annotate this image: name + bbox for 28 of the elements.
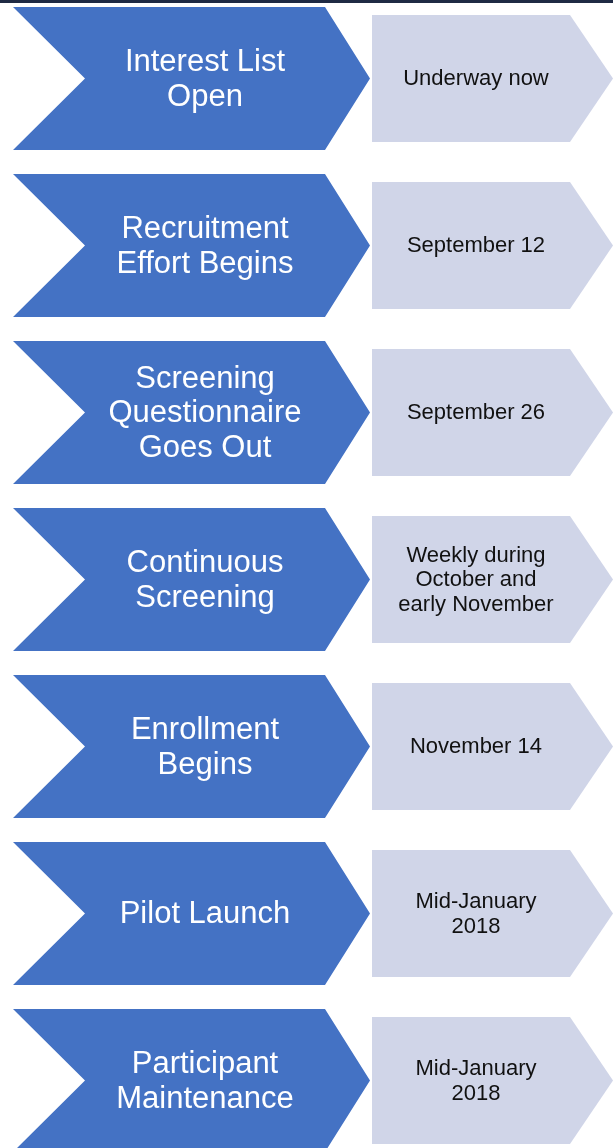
step-title: Recruitment Effort Begins xyxy=(115,211,295,280)
step-title: Screening Questionnaire Goes Out xyxy=(107,361,303,464)
step-banner xyxy=(13,508,370,651)
date-chevron xyxy=(372,516,613,643)
date-text: Mid-January 2018 xyxy=(414,1056,538,1105)
date-chevron xyxy=(372,1017,613,1144)
step-banner xyxy=(13,7,370,150)
date-text: Underway now xyxy=(403,66,549,91)
step-title: Participant Maintenance xyxy=(115,1046,295,1115)
step-banner xyxy=(13,174,370,317)
step-title: Interest List Open xyxy=(123,44,287,113)
step-title: Enrollment Begins xyxy=(129,712,281,781)
date-chevron xyxy=(372,15,613,142)
date-text: Weekly during October and early November xyxy=(397,543,555,616)
step-title: Pilot Launch xyxy=(119,896,291,931)
date-chevron xyxy=(372,182,613,309)
step-banner xyxy=(13,341,370,484)
date-chevron xyxy=(372,683,613,810)
step-banner xyxy=(13,842,370,985)
step-title: Continuous Screening xyxy=(125,545,285,614)
step-banner xyxy=(13,1009,370,1148)
date-text: Mid-January 2018 xyxy=(414,889,538,938)
date-text: September 26 xyxy=(406,400,546,425)
date-text: November 14 xyxy=(409,734,543,759)
date-chevron xyxy=(372,850,613,977)
date-text: September 12 xyxy=(406,233,546,258)
date-chevron xyxy=(372,349,613,476)
step-banner xyxy=(13,675,370,818)
